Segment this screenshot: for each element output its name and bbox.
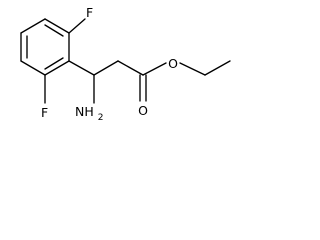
- carbonyl-to-ester-o-bond: [142, 62, 167, 76]
- ester-oxygen-label: O: [168, 56, 178, 71]
- ester-o-to-ch2-bond: [179, 62, 206, 76]
- ch-to-ch2-bond: [93, 60, 119, 76]
- ch2-to-carbonyl-bond: [117, 60, 144, 76]
- fluorine-top-label: F: [86, 5, 93, 20]
- ring-bond-1: [44, 18, 70, 34]
- fluorine-bottom-label: F: [41, 105, 48, 120]
- fluoro-bond-top: [68, 18, 86, 34]
- ring-bond-4: [20, 60, 46, 76]
- ring-bond-2: [20, 18, 46, 34]
- amine-nh-label: NH: [75, 104, 94, 119]
- structure-canvas: F F O O NH 2: [20, 5, 231, 123]
- ring-bond-5: [44, 60, 70, 76]
- ring-double-bond-1: [44, 24, 64, 37]
- ch2-to-ch3-bond: [204, 60, 231, 76]
- aryl-to-ch-bond: [68, 60, 95, 76]
- molecule-diagram: F F O O NH 2: [20, 5, 231, 123]
- ring-double-bond-3: [44, 57, 64, 70]
- amine-label: NH 2: [75, 104, 103, 123]
- amine-subscript-label: 2: [98, 113, 104, 123]
- carbonyl-oxygen-label: O: [138, 103, 148, 118]
